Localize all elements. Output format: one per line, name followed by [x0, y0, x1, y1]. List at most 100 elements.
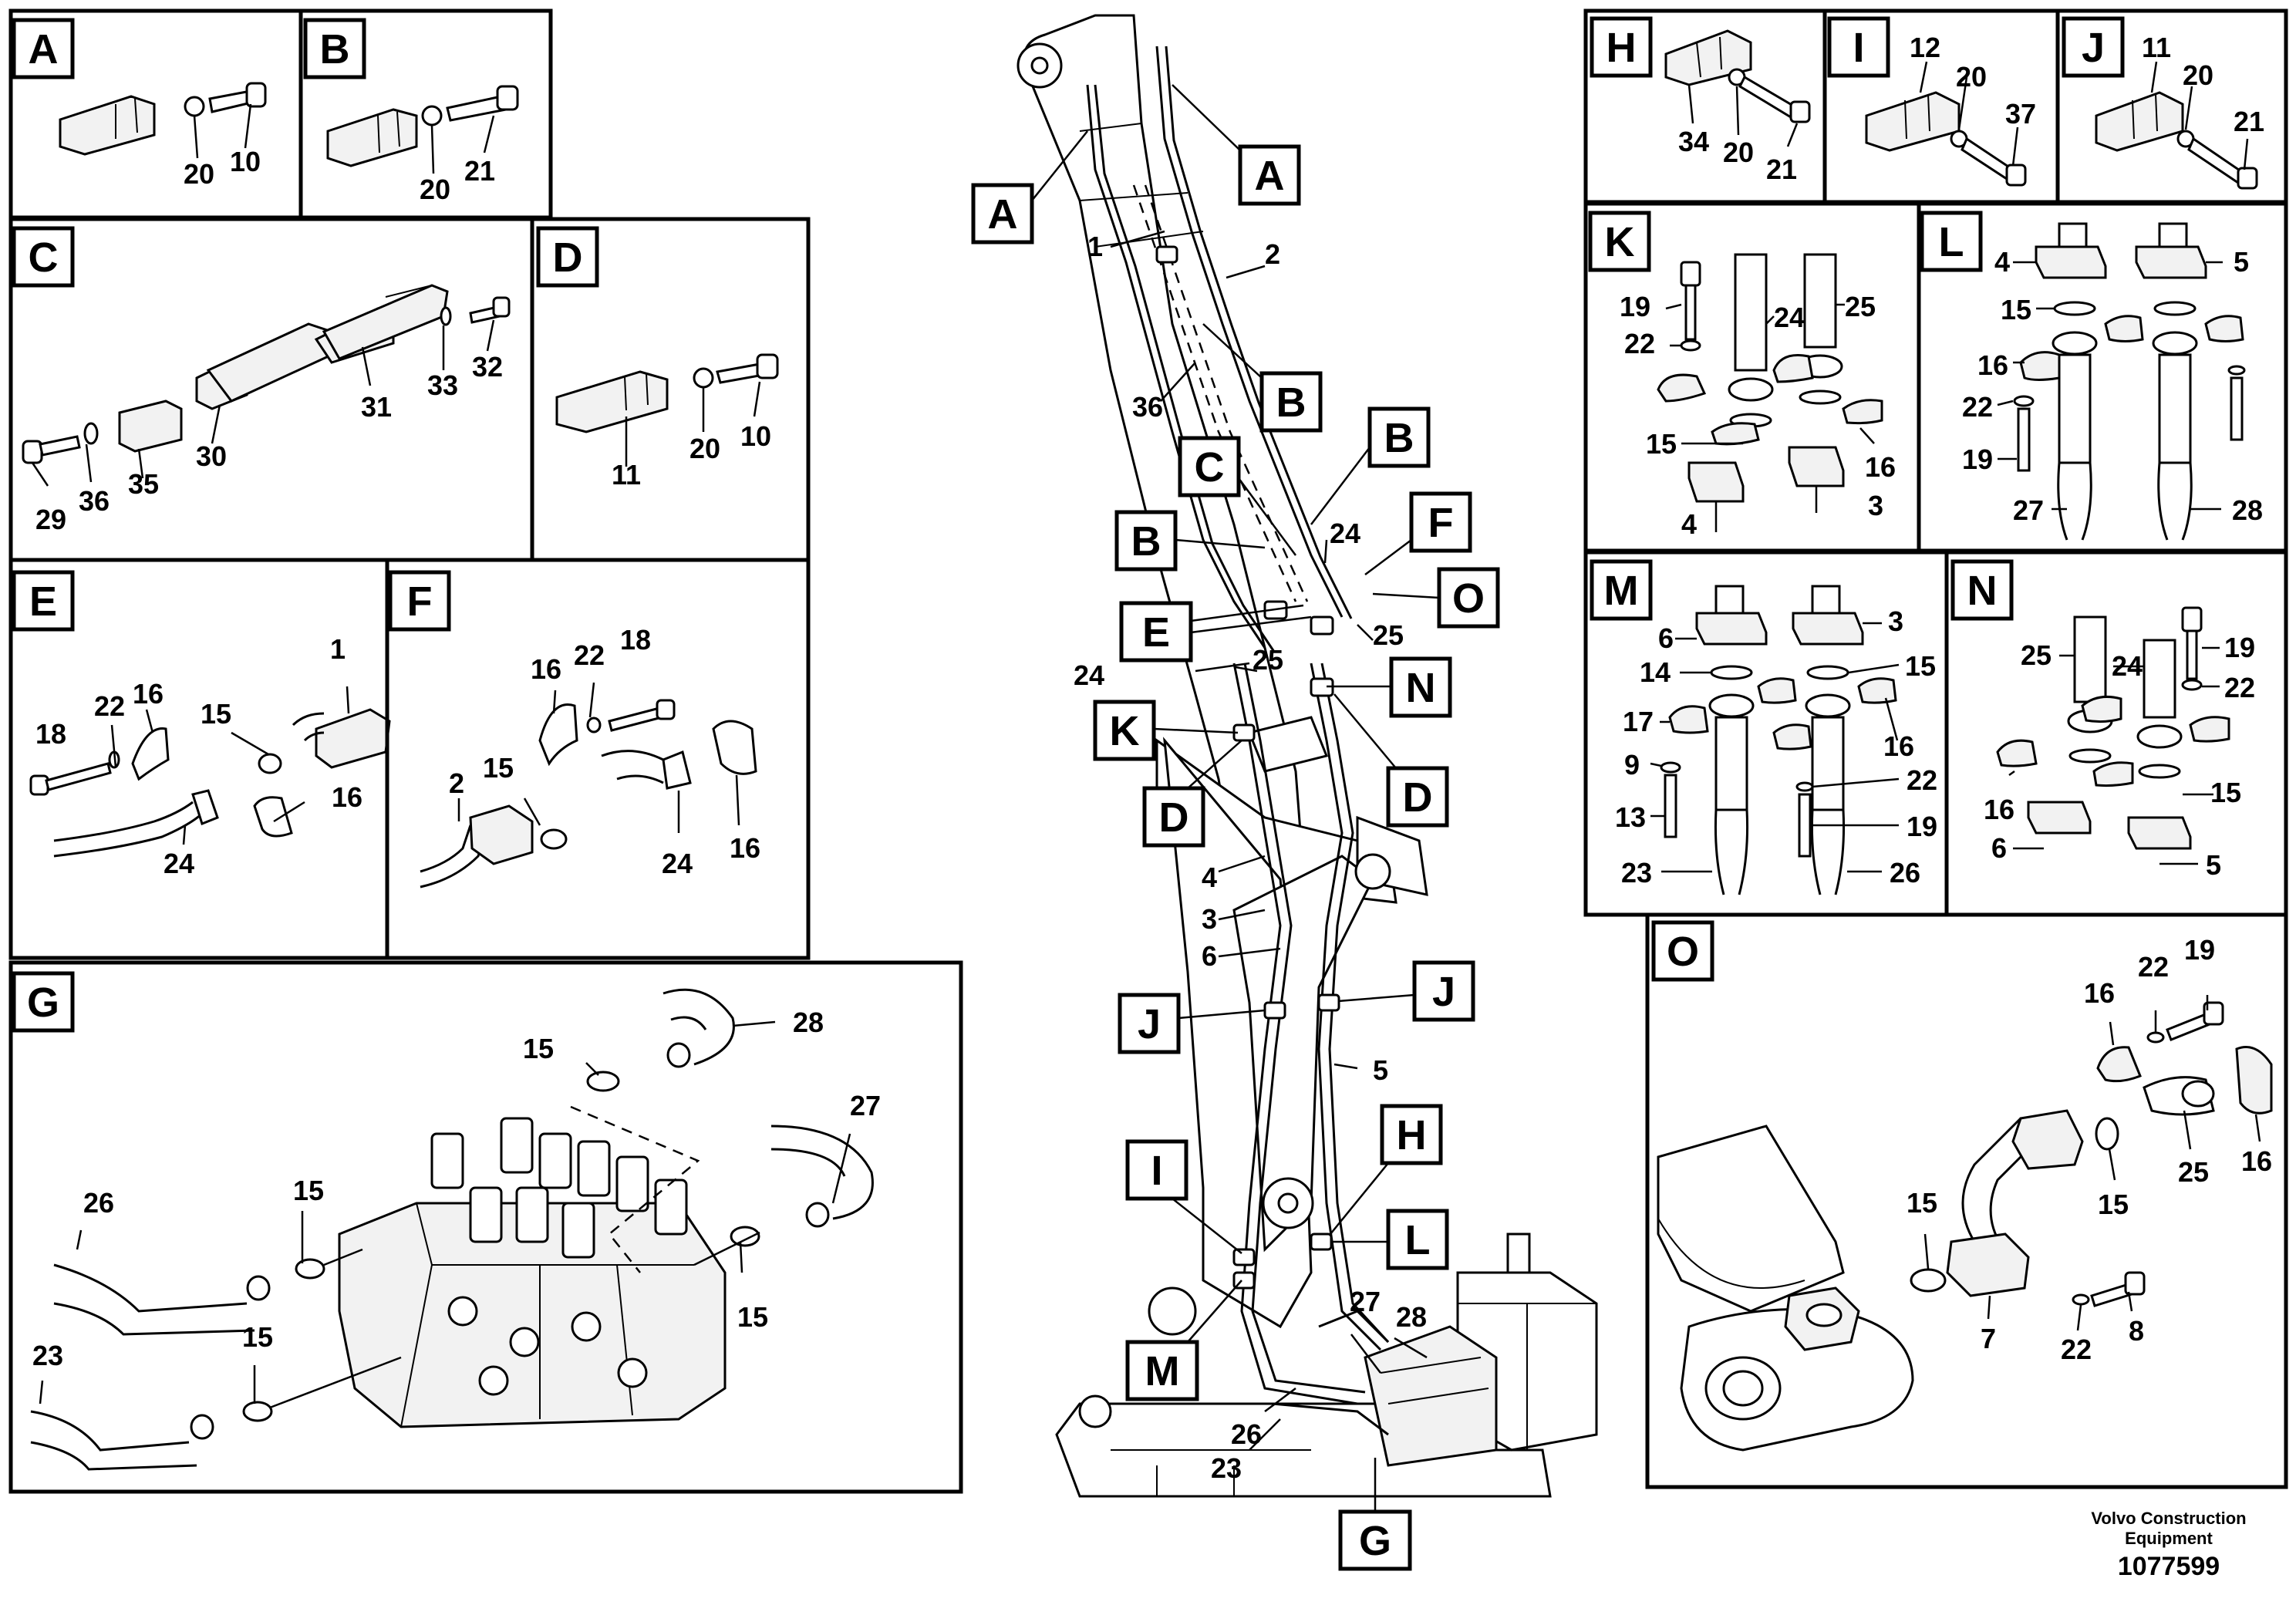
panel-n-part-4: 22 [2224, 672, 2255, 703]
callout-d-left-label: D [1159, 794, 1189, 841]
callout-b-left [1114, 510, 1178, 572]
panel-e-part-1: 18 [35, 718, 66, 750]
center-part-3: 36 [1132, 391, 1163, 423]
panel-c-part-6: 33 [427, 369, 458, 401]
callout-l-label: L [1405, 1217, 1431, 1263]
panel-g-badge [12, 971, 75, 1033]
panel-l-part-8: 28 [2232, 494, 2263, 526]
callout-c [1178, 436, 1241, 497]
panel-g-part-7: 23 [32, 1340, 63, 1371]
panel-k: K 19 24 25 22 15 16 4 3 [1583, 201, 1921, 553]
panel-b-badge [303, 18, 366, 79]
panel-o-part-7: 15 [1907, 1187, 1937, 1219]
panel-e-badge [12, 570, 75, 632]
callout-a-left-label: A [988, 191, 1018, 238]
panel-l-badge-label: L [1939, 219, 1964, 265]
callout-b-right [1367, 406, 1431, 468]
center-part-5: 25 [1373, 619, 1404, 651]
panel-c-part-2: 36 [79, 485, 110, 517]
panel-m-part-5: 17 [1623, 706, 1654, 737]
panel-h-badge-label: H [1607, 25, 1637, 71]
panel-e-part-6: 24 [164, 848, 194, 879]
panel-l-part-2: 5 [2234, 246, 2249, 278]
callout-k-label: K [1110, 708, 1140, 754]
callout-i-label: I [1151, 1148, 1162, 1194]
callout-i [1125, 1139, 1188, 1201]
panel-c-part-4: 30 [196, 440, 227, 472]
panel-f-part-2: 22 [574, 639, 605, 671]
callout-l [1386, 1209, 1449, 1270]
panel-o-part-3: 19 [2184, 934, 2215, 966]
panel-m-part-1: 6 [1658, 622, 1674, 654]
panel-o-part-9: 8 [2129, 1315, 2144, 1347]
callout-b-left-label: B [1131, 518, 1161, 565]
panel-c-badge-label: C [29, 234, 59, 281]
panel-f-part-4: 15 [483, 752, 514, 784]
callout-j-left [1118, 993, 1181, 1054]
callout-f-label: F [1428, 500, 1454, 546]
boom-assembly [1017, 14, 1598, 1498]
panel-n-part-5: 16 [1984, 794, 2014, 825]
panel-b-badge-label: B [320, 26, 350, 73]
callout-g-label: G [1359, 1518, 1391, 1564]
panel-i-badge-label: I [1853, 25, 1864, 71]
panel-e-part-7: 16 [332, 781, 362, 813]
panel-k-part-1: 19 [1620, 291, 1650, 322]
callout-n [1389, 656, 1452, 718]
callout-a-left [971, 183, 1034, 244]
panel-o: O 16 22 19 25 16 15 15 [1645, 912, 2288, 1489]
panel-o-badge [1651, 920, 1714, 982]
callout-d-right-label: D [1403, 774, 1433, 821]
panel-l-part-5: 22 [1962, 391, 1993, 423]
panel-e: E 18 22 16 15 1 24 16 [8, 558, 391, 960]
panel-k-part-6: 16 [1865, 451, 1896, 483]
panel-f-badge-label: F [407, 578, 433, 625]
center-part-13: 28 [1396, 1301, 1427, 1333]
callout-a-right [1238, 144, 1301, 206]
panel-b-part-1: 20 [420, 174, 450, 205]
panel-f-part-6: 24 [662, 848, 693, 879]
panel-k-badge [1588, 211, 1651, 272]
panel-j-badge [2062, 16, 2125, 78]
panel-m-part-4: 15 [1905, 650, 1936, 682]
panel-i-part-2: 20 [1956, 61, 1987, 93]
panel-h-part-1: 34 [1678, 126, 1709, 157]
panel-g-part-2: 28 [793, 1007, 824, 1038]
panel-o-frame [1645, 912, 2288, 1489]
center-part-4: 24 [1330, 518, 1360, 549]
panel-d-part-3: 10 [740, 420, 771, 452]
panel-g-frame [8, 960, 963, 1494]
panel-e-part-4: 15 [201, 698, 231, 730]
panel-e-part-5: 1 [330, 633, 346, 665]
center-part-1: 1 [1087, 231, 1103, 262]
panel-f-badge [388, 570, 451, 632]
panel-c-part-7: 32 [472, 351, 503, 383]
panel-o-badge-label: O [1667, 929, 1699, 975]
panel-o-part-4: 25 [2178, 1156, 2209, 1188]
panel-h-part-3: 21 [1766, 153, 1797, 185]
panel-f: F 16 22 18 15 2 24 16 [385, 558, 811, 960]
panel-n-badge [1950, 559, 2014, 621]
panel-m: M 6 3 14 15 17 16 9 22 13 19 23 26 [1583, 550, 1949, 917]
panel-g-part-6: 15 [737, 1301, 768, 1333]
panel-n-badge-label: N [1967, 568, 1998, 614]
panel-f-part-1: 16 [531, 653, 561, 685]
panel-c-part-3: 35 [128, 468, 159, 500]
company-name-line1: Volvo Construction [2091, 1509, 2246, 1528]
panel-m-badge [1590, 559, 1653, 621]
drawing-number: 1077599 [2118, 1552, 2220, 1581]
panel-g-badge-label: G [27, 980, 59, 1026]
panel-h-part-2: 20 [1723, 137, 1754, 168]
panel-g-part-1: 15 [523, 1033, 554, 1064]
center-part-11: 5 [1373, 1054, 1388, 1086]
panel-d: D 11 20 10 [530, 217, 811, 562]
center-part-15: 23 [1211, 1452, 1242, 1484]
panel-l-part-6: 19 [1962, 443, 1993, 475]
callout-h-label: H [1397, 1112, 1427, 1158]
callout-f [1409, 491, 1472, 553]
panel-n-part-6: 15 [2210, 777, 2241, 808]
center-part-numbers: 1 2 36 24 25 24 25 4 3 6 5 27 28 26 23 [1074, 230, 1428, 1484]
callout-k [1093, 700, 1156, 761]
center-part-10: 6 [1202, 940, 1217, 972]
